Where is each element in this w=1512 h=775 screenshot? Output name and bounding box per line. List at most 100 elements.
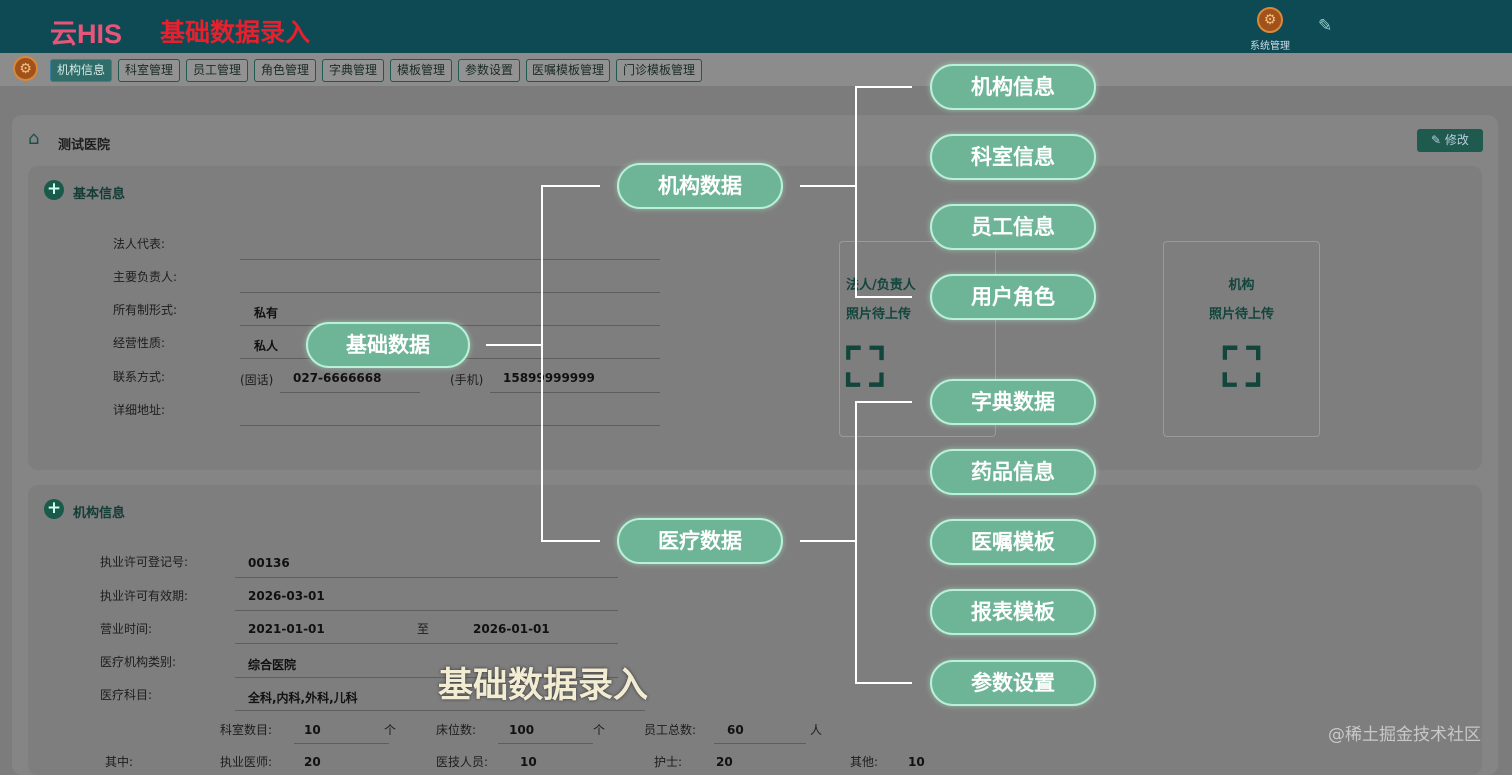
home-icon: ⌂ (28, 128, 40, 149)
section-title-org: 机构信息 (73, 506, 126, 521)
tab-order-template[interactable]: 医嘱模板管理 (526, 59, 610, 82)
image-placeholder-icon: ⛶ (846, 336, 884, 399)
label-nature: 经营性质: (113, 336, 166, 350)
label-principal: 主要负责人: (113, 270, 178, 284)
connector (486, 344, 542, 346)
label-category: 医疗机构类别: (100, 655, 177, 669)
mindmap-node: 医嘱模板 (930, 519, 1096, 565)
hospital-name: 测试医院 (58, 138, 111, 153)
nurse-value[interactable]: 20 (716, 755, 733, 769)
connector (541, 540, 600, 542)
section-title-basic: 基本信息 (73, 187, 126, 202)
connector (855, 682, 912, 684)
license-expiry-value[interactable]: 2026-03-01 (248, 589, 325, 603)
photo-line1: 机构 (1228, 278, 1255, 293)
connector (855, 401, 912, 403)
connector (541, 185, 600, 187)
phone-value[interactable]: 027-6666668 (293, 371, 382, 385)
photo-line1: 法人/负责人 (846, 278, 916, 293)
plus-icon[interactable]: + (44, 180, 64, 200)
watermark: @稀土掘金技术社区 (1328, 725, 1481, 745)
connector (855, 86, 912, 88)
connector (800, 185, 856, 187)
tab-staff[interactable]: 员工管理 (186, 59, 248, 82)
app-header: 云HIS 基础数据录入 ⚙ 系统管理 ✎ (0, 0, 1512, 53)
label-ownership: 所有制形式: (113, 303, 178, 317)
other-label: 其他: (850, 755, 879, 769)
to-label: 至 (417, 622, 430, 636)
unit: 个 (593, 723, 606, 737)
tab-role[interactable]: 角色管理 (254, 59, 316, 82)
tab-dept[interactable]: 科室管理 (118, 59, 180, 82)
hours-to-value[interactable]: 2026-01-01 (473, 622, 550, 636)
nature-value[interactable]: 私人 (254, 339, 279, 353)
beds-label: 床位数: (436, 723, 477, 737)
brand: 云HIS (50, 19, 123, 49)
unit: 人 (810, 723, 823, 737)
mindmap-node: 用户角色 (930, 274, 1096, 320)
basic-info-card (28, 166, 1482, 470)
label-address: 详细地址: (113, 403, 166, 417)
hours-from-value[interactable]: 2021-01-01 (248, 622, 325, 636)
tab-params[interactable]: 参数设置 (458, 59, 520, 82)
beds-value[interactable]: 100 (509, 723, 535, 737)
dept-count-label: 科室数目: (220, 723, 273, 737)
connector (800, 540, 856, 542)
mobile-label: (手机) (450, 373, 484, 387)
among-label: 其中: (105, 755, 134, 769)
image-placeholder-icon: ⛶ (1222, 336, 1261, 399)
page-title: 基础数据录入 (160, 18, 311, 47)
org-photo[interactable]: 机构 照片待上传 ⛶ (1163, 241, 1320, 437)
system-gear-icon[interactable]: ⚙ (1257, 7, 1283, 33)
system-management-label[interactable]: 系统管理 (1250, 41, 1290, 52)
mindmap-node: 药品信息 (930, 449, 1096, 495)
plus-icon[interactable]: + (44, 499, 64, 519)
label-license-no: 执业许可登记号: (100, 555, 189, 569)
photo-line2: 照片待上传 (846, 307, 912, 322)
doctor-label: 执业医师: (220, 755, 273, 769)
category-value[interactable]: 综合医院 (248, 658, 297, 672)
mindmap-node: 机构信息 (930, 64, 1096, 110)
mindmap-root: 基础数据 (306, 322, 470, 368)
mindmap-branch-org: 机构数据 (617, 163, 783, 209)
mindmap-node: 字典数据 (930, 379, 1096, 425)
tab-org-info[interactable]: 机构信息 (50, 59, 112, 82)
other-value[interactable]: 10 (908, 755, 925, 769)
tab-template[interactable]: 模板管理 (390, 59, 452, 82)
label-license-expiry: 执业许可有效期: (100, 589, 189, 603)
tech-label: 医技人员: (436, 755, 489, 769)
ownership-value[interactable]: 私有 (254, 306, 279, 320)
caption: 基础数据录入 (438, 666, 649, 706)
mobile-value[interactable]: 15899999999 (503, 371, 595, 385)
doctor-value[interactable]: 20 (304, 755, 321, 769)
connector (541, 185, 543, 542)
logo-icon: ⚙ (13, 56, 38, 81)
subjects-value[interactable]: 全科,内科,外科,儿科 (248, 691, 358, 705)
mindmap-node: 科室信息 (930, 134, 1096, 180)
mindmap-branch-medical: 医疗数据 (617, 518, 783, 564)
label-hours: 营业时间: (100, 622, 153, 636)
tab-clinic-template[interactable]: 门诊模板管理 (616, 59, 702, 82)
edit-label: 修改 (1444, 133, 1469, 147)
pencil-icon[interactable]: ✎ (1318, 16, 1333, 36)
label-subjects: 医疗科目: (100, 688, 153, 702)
connector (855, 296, 912, 298)
label-contact: 联系方式: (113, 370, 166, 384)
connector (855, 86, 857, 297)
mindmap-node: 员工信息 (930, 204, 1096, 250)
tab-dict[interactable]: 字典管理 (322, 59, 384, 82)
legal-rep-photo[interactable]: 法人/负责人 照片待上传 ⛶ (839, 241, 996, 437)
toolbar: ⚙ (0, 53, 1512, 86)
pencil-icon: ✎ (1431, 133, 1445, 147)
license-no-value[interactable]: 00136 (248, 556, 290, 570)
connector (855, 401, 857, 684)
tech-value[interactable]: 10 (520, 755, 537, 769)
photo-line2: 照片待上传 (1208, 307, 1274, 322)
dept-count-value[interactable]: 10 (304, 723, 321, 737)
edit-button[interactable]: ✎ 修改 (1417, 129, 1483, 152)
staff-total-value[interactable]: 60 (727, 723, 744, 737)
unit: 个 (384, 723, 397, 737)
mindmap-node: 参数设置 (930, 660, 1096, 706)
nurse-label: 护士: (654, 755, 683, 769)
mindmap-node: 报表模板 (930, 589, 1096, 635)
